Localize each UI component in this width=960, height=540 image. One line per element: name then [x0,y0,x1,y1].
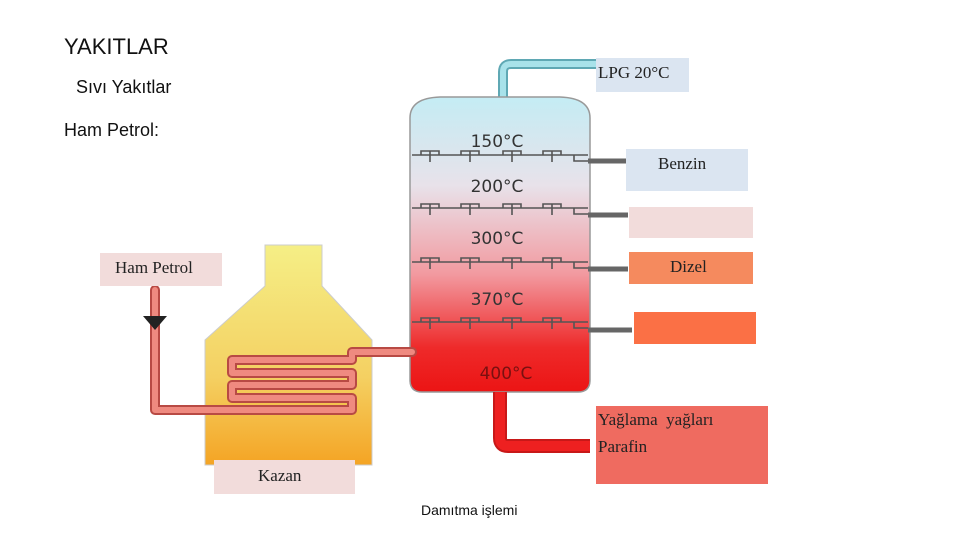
section-heading: Ham Petrol: [64,120,160,140]
bubble-cap [420,203,440,215]
parafin-label: Parafin [598,437,648,456]
bubble-cap [502,150,522,162]
side-outlets [588,158,632,333]
bubble-cap [420,150,440,162]
lpg-box [596,58,689,92]
blank-box [629,207,753,238]
lpg-pipe [500,61,596,98]
bubble-cap [460,150,480,162]
caption: Damıtma işlemi [421,502,518,518]
orange-box [634,312,756,344]
temp-label: 370°C [471,290,524,310]
feed-arrow-icon [143,316,167,330]
bubble-cap [502,203,522,215]
heating-coil [150,285,417,415]
bubble-cap [542,317,562,329]
bubble-cap [460,203,480,215]
ham-petrol-label: Ham Petrol [115,258,193,277]
kazan-label: Kazan [258,466,302,485]
temp-label: 400°C [480,364,533,384]
temperature-labels: 150°C 200°C 300°C 370°C 400°C [471,132,533,384]
subtitle: Sıvı Yakıtlar [76,77,172,97]
downcomer [573,208,588,215]
bubble-cap [460,257,480,269]
bubble-cap [420,317,440,329]
bubble-cap [542,257,562,269]
temp-label: 300°C [471,229,524,249]
bubble-cap [542,150,562,162]
benzin-label: Benzin [658,154,707,173]
benzin-box [626,149,748,191]
yaglama-box [596,406,768,484]
dizel-box [629,252,753,284]
bubble-cap [502,257,522,269]
temp-label: 200°C [471,177,524,197]
downcomer [573,262,588,269]
lpg-label: LPG 20°C [598,63,670,82]
bubble-cap [502,317,522,329]
downcomer [573,155,588,162]
temp-label: 150°C [471,132,524,152]
bottom-pipe [495,392,590,451]
tray-rows [412,154,588,323]
bubble-cap [420,257,440,269]
ham-petrol-box [100,253,222,286]
bubble-cap [460,317,480,329]
dizel-label: Dizel [670,257,707,276]
downcomer [573,322,588,329]
yaglama-label: Yağlama yağları [598,410,714,429]
page-title: YAKITLAR [64,34,169,59]
bubble-cap [542,203,562,215]
lpg-pipe-outline [498,59,596,98]
bubble-caps [420,150,588,329]
kazan-box [214,460,355,494]
bottom-pipe-outline [493,392,590,453]
